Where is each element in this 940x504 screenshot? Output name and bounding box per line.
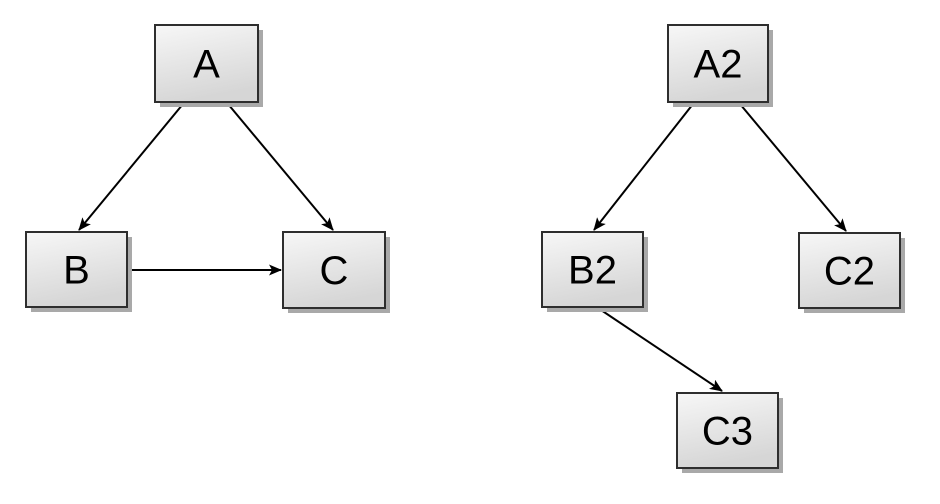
node-box [798, 232, 901, 309]
edge-B2-to-C3 [597, 307, 723, 392]
node-box [25, 231, 128, 308]
node-B[interactable]: B [25, 231, 132, 312]
node-box [282, 231, 386, 309]
edge-A2-to-C2 [739, 103, 847, 232]
node-label: A2 [694, 43, 743, 87]
node-box [541, 231, 644, 308]
node-C[interactable]: C [282, 231, 390, 313]
edge-A-to-B [78, 103, 184, 231]
node-label: C2 [824, 250, 875, 294]
node-box [667, 24, 769, 103]
node-label: B [63, 249, 90, 293]
edge-A2-to-B2 [593, 103, 694, 231]
node-B2[interactable]: B2 [541, 231, 648, 312]
node-label: B2 [568, 249, 617, 293]
node-C2[interactable]: C2 [798, 232, 905, 313]
node-box [154, 24, 259, 103]
edge-A-to-C [227, 103, 334, 231]
node-box [676, 392, 779, 469]
node-C3[interactable]: C3 [676, 392, 783, 473]
node-A[interactable]: A [154, 24, 263, 107]
node-label: A [193, 43, 220, 87]
node-label: C [320, 249, 349, 293]
node-label: C3 [702, 410, 753, 454]
left-graph: A B C [25, 24, 390, 313]
node-A2[interactable]: A2 [667, 24, 773, 107]
